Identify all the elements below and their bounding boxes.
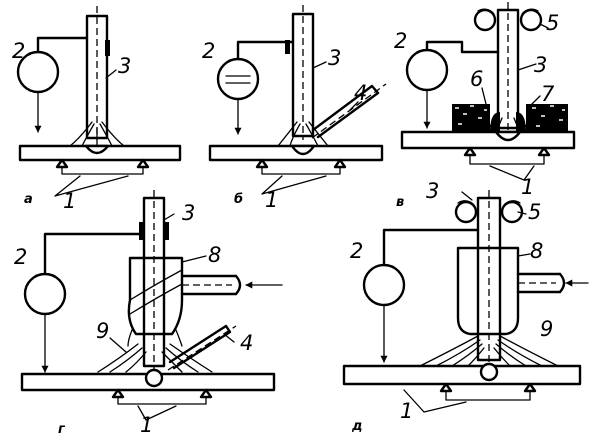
label-source: 2 [202,39,215,63]
feed-rollers [473,8,543,32]
panel-a: 2 3 1 а [12,6,182,213]
feed-rollers [454,200,524,224]
filler-rod [311,83,387,139]
label-source: 2 [350,239,363,263]
label-filler-rod: 4 [240,331,253,355]
workpiece [400,130,576,150]
flux-layer [452,104,568,133]
label-gas-shield: 9 [540,317,553,341]
label-feed-rollers: 5 [528,200,541,224]
label-workpiece: 1 [63,189,76,213]
panel-d: 2 3 8 9 4 1 г [14,190,283,437]
label-gas-shield: 9 [96,319,109,343]
label-workpiece: 1 [265,188,278,212]
label-feed-rollers: 5 [546,11,559,35]
gas-nozzle [127,256,283,347]
label-flux-layer: 6 [470,67,483,91]
label-source: 2 [12,39,25,63]
label-electrode: 3 [118,54,131,78]
panel-letter: в [396,195,404,210]
label-flux: 7 [541,82,555,106]
label-filler-rod: 4 [354,81,367,105]
label-electrode: 3 [328,46,341,70]
electrode [291,12,315,138]
power-source [362,263,406,307]
gas-shield [97,343,213,373]
label-electrode: 3 [182,201,195,225]
panel-letter: а [24,192,33,207]
panel-e: 2 3 5 8 9 1 д [342,179,589,434]
power-source [216,57,260,101]
panel-c: 2 3 5 6 7 1 в [394,2,576,210]
label-workpiece: 1 [140,413,153,437]
label-nozzle: 8 [208,243,221,267]
label-electrode: 3 [426,179,439,203]
panel-letter: д [351,419,363,434]
gas-shield [419,335,559,367]
filler-rod [167,324,237,371]
power-source [23,272,67,316]
label-source: 2 [14,245,27,269]
power-source [405,48,449,92]
label-electrode: 3 [534,53,547,77]
gas-nozzle [456,246,589,336]
panel-b: 2 3 4 1 б [202,5,387,212]
panel-letter: б [234,192,243,207]
label-nozzle: 8 [530,239,543,263]
label-source: 2 [394,29,407,53]
arc [69,121,125,147]
workpiece [342,364,582,386]
label-workpiece: 1 [400,399,413,423]
panel-letter: г [58,422,66,437]
label-workpiece: 1 [521,175,534,199]
